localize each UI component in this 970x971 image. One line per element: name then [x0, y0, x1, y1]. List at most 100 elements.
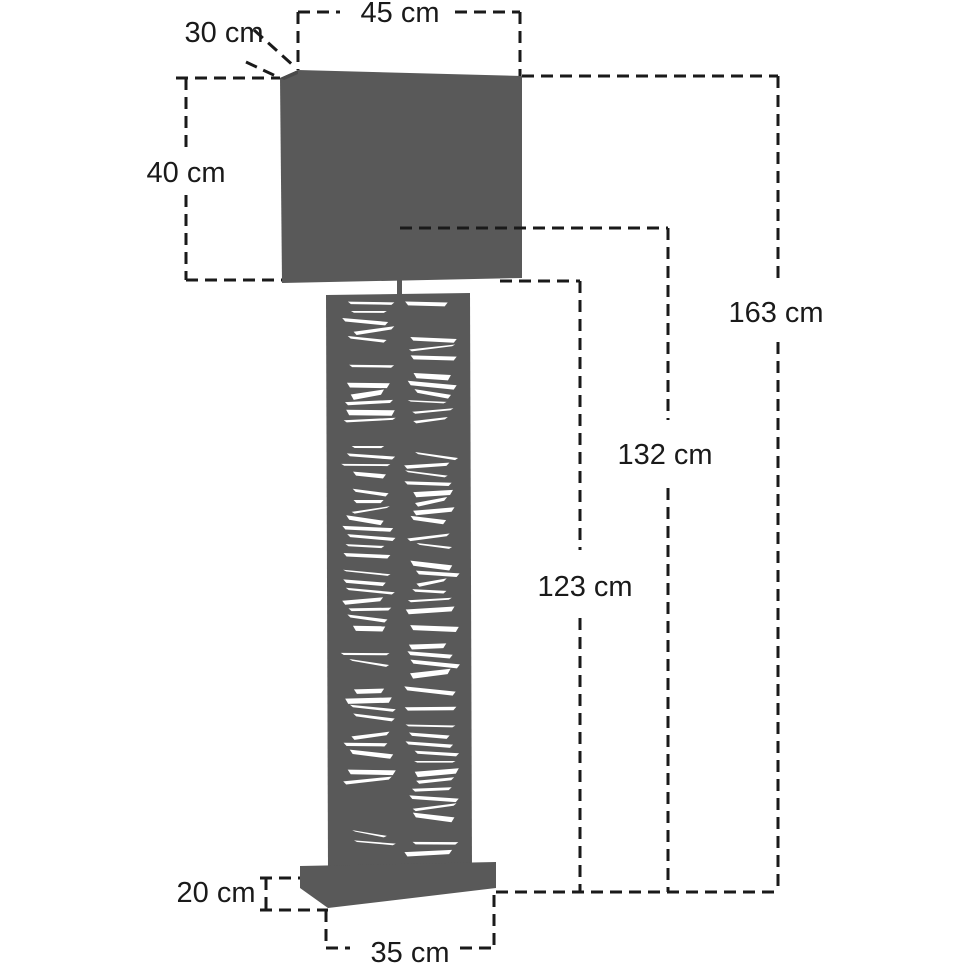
bulb-height-label: 132 cm: [617, 439, 712, 471]
column-cutout: [414, 750, 460, 757]
lamp-stem: [397, 280, 402, 298]
bulb-height-line: [400, 226, 670, 892]
lamp-column: [326, 293, 472, 870]
column-cutout: [343, 776, 392, 785]
column-cutout: [407, 651, 453, 659]
column-cutout: [352, 488, 389, 497]
column-cutout: [404, 481, 452, 486]
column-cutout: [353, 499, 384, 504]
column-cutout: [405, 301, 448, 307]
column-cutout: [407, 400, 447, 404]
column-cutout: [351, 731, 390, 740]
shade-depth-line: [252, 28, 298, 70]
column-cutout: [405, 606, 455, 615]
column-cutout: [414, 768, 459, 778]
column-cutout: [413, 507, 455, 516]
column-cutout: [416, 542, 453, 549]
column-cutout: [346, 453, 396, 460]
column-cutout: [342, 318, 389, 326]
column-cutout: [346, 382, 390, 389]
column-cutout: [412, 812, 455, 823]
column-cutout: [351, 445, 385, 449]
column-cutout: [345, 697, 392, 704]
column-cutout: [341, 463, 391, 467]
column-cutout: [410, 668, 451, 679]
column-cutout: [346, 515, 384, 526]
column-cutout: [410, 659, 460, 669]
column-cutout: [343, 569, 391, 576]
total-height-line: [496, 74, 780, 894]
column-cutout: [345, 544, 385, 549]
column-cutout: [407, 597, 452, 603]
column-cutout: [347, 769, 396, 776]
column-cutout: [408, 344, 456, 352]
column-cutout: [404, 706, 457, 711]
shade-depth-label: 30 cm: [185, 17, 264, 49]
column-cutout: [353, 326, 395, 336]
column-cutout: [348, 607, 392, 612]
column-cutout: [414, 389, 452, 399]
column-cutout: [353, 840, 396, 846]
column-cutout: [352, 830, 387, 838]
column-cutout: [410, 625, 459, 632]
column-cutout: [415, 497, 448, 507]
column-cutout: [353, 471, 386, 479]
column-cutout: [342, 525, 394, 532]
column-cutout: [413, 372, 451, 381]
column-cutout-pattern: [340, 301, 460, 857]
base-height-line: [260, 876, 328, 912]
column-cutout: [350, 310, 387, 313]
column-cutout: [349, 364, 395, 368]
column-cutout: [412, 408, 454, 414]
shade-width-label: 45 cm: [361, 0, 440, 29]
column-cutout: [415, 570, 460, 577]
column-cutout: [353, 713, 395, 722]
total-height-label: 163 cm: [728, 297, 823, 329]
column-cutout: [343, 552, 391, 559]
column-cutout: [404, 686, 456, 696]
dimension-lines: [176, 10, 780, 950]
column-cutout: [413, 489, 454, 498]
column-cutout: [409, 795, 459, 803]
column-cutout: [413, 417, 448, 424]
column-cutout: [409, 732, 450, 739]
base-width-line: [324, 895, 496, 950]
column-cutout: [347, 336, 387, 343]
column-cutout: [352, 625, 386, 632]
column-cutout: [410, 355, 457, 361]
column-cutout: [347, 301, 395, 305]
column-cutout: [349, 749, 394, 759]
lamp-shade: [280, 70, 522, 283]
column-cutout: [405, 470, 448, 478]
shade-depth-line-2: [245, 60, 281, 80]
column-cutout: [412, 589, 447, 594]
column-cutout: [353, 688, 385, 694]
column-cutout: [415, 452, 459, 461]
column-cutout: [351, 506, 390, 514]
column-cutout: [405, 741, 454, 748]
column-cutout: [412, 803, 457, 812]
column-cutout: [343, 579, 386, 587]
column-height-line: [500, 279, 582, 892]
column-cutout: [407, 533, 450, 542]
column-cutout: [349, 659, 390, 667]
column-cutout: [404, 462, 450, 469]
column-cutout: [412, 787, 452, 792]
column-cutout: [347, 534, 396, 541]
base-height-label: 20 cm: [177, 877, 256, 909]
column-cutout: [414, 760, 456, 763]
column-cutout: [410, 336, 457, 343]
column-cutout: [410, 560, 453, 571]
column-cutout: [343, 742, 388, 747]
lamp-base: [300, 862, 496, 908]
column-cutout: [346, 409, 395, 416]
shade-height-label: 40 cm: [147, 157, 226, 189]
column-cutout: [340, 652, 390, 656]
column-cutout: [404, 849, 453, 857]
column-cutout: [350, 389, 384, 400]
column-cutout: [345, 587, 395, 595]
column-cutout: [416, 777, 455, 784]
column-cutout: [342, 597, 384, 605]
column-height-label: 123 cm: [537, 571, 632, 603]
